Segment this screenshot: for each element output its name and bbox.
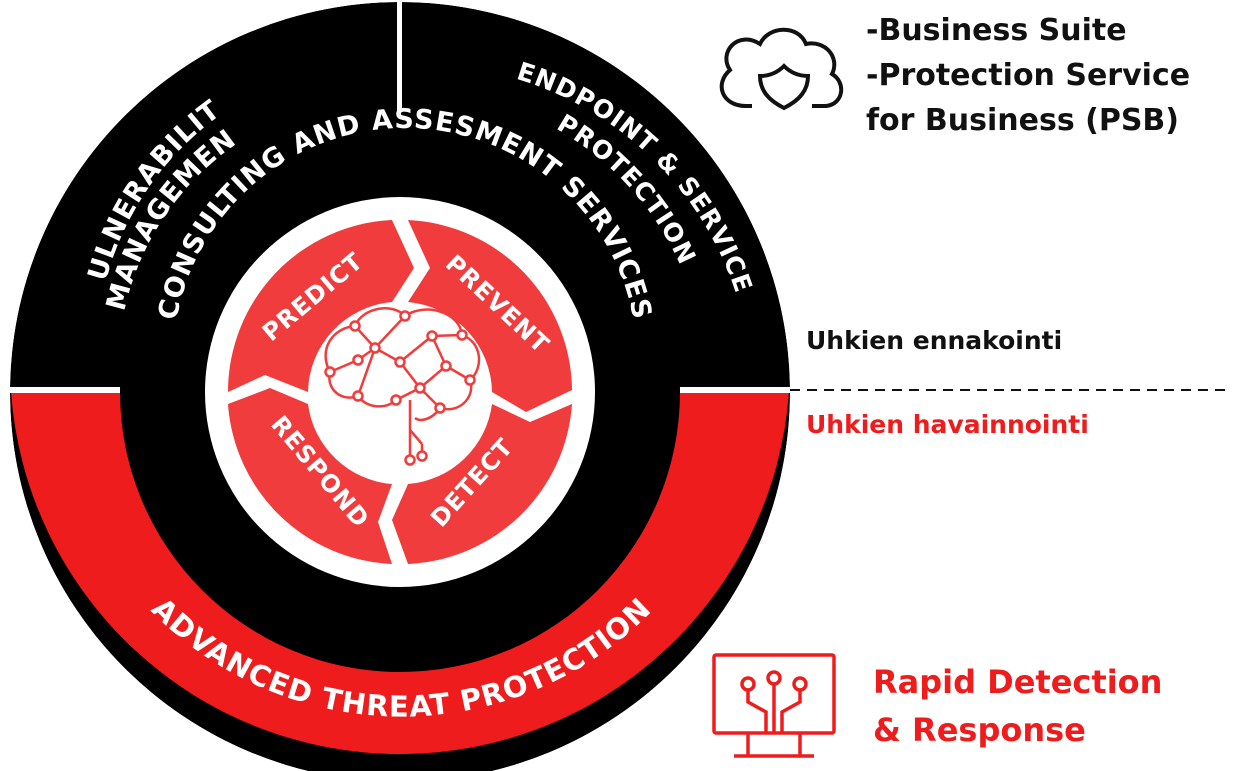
prevent-segment [408, 220, 572, 412]
product-psb: for Business (PSB) [866, 103, 1180, 138]
product-protection-service: -Protection Service [866, 58, 1191, 93]
brain-nodes [324, 310, 476, 466]
cloud-shield-icon [719, 27, 843, 111]
predict-segment [227, 220, 414, 392]
product-business-suite: -Business Suite [866, 13, 1127, 48]
rapid-detection-response-label: Rapid Detection & Response [873, 658, 1162, 754]
cycle-ring [227, 220, 572, 564]
uhkien-havainnointi-label: Uhkien havainnointi [806, 410, 1089, 439]
uhkien-ennakointi-label: Uhkien ennakointi [806, 326, 1063, 355]
detect-segment [392, 404, 572, 564]
outer-ring-divider-vertical [397, 0, 402, 148]
respond-segment [228, 388, 392, 564]
outer-mask [0, 0, 810, 771]
products-list: -Business Suite -Protection Service for … [866, 8, 1190, 143]
rdr-line1: Rapid Detection [873, 663, 1163, 701]
monitor-circuit-icon [712, 653, 836, 758]
rdr-line2: & Response [873, 711, 1086, 749]
